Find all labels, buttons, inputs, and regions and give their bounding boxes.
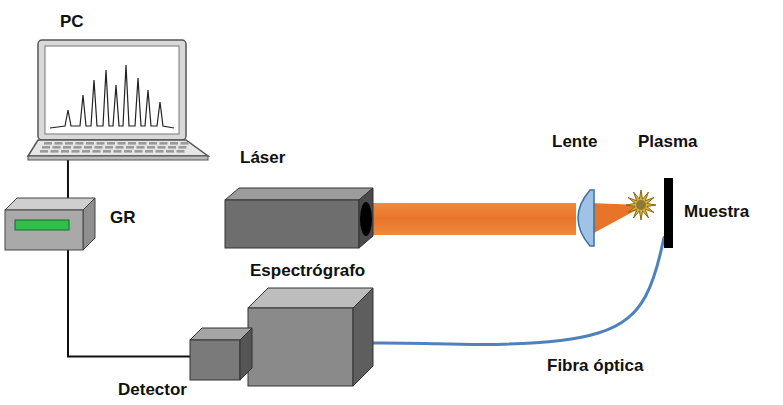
key xyxy=(84,146,92,149)
device-label: GR xyxy=(110,208,136,228)
laser-body xyxy=(225,200,359,248)
gr-front xyxy=(5,210,83,250)
key xyxy=(97,142,105,145)
plasma-star xyxy=(626,190,656,220)
plasma-spark: Plasma xyxy=(626,190,656,220)
device-label: Muestra xyxy=(684,202,749,222)
key xyxy=(124,150,132,153)
laptop-base xyxy=(28,156,208,160)
key xyxy=(170,142,178,145)
key xyxy=(168,146,176,149)
key xyxy=(114,150,122,153)
fiber-label: Fibra óptica xyxy=(545,356,645,376)
key xyxy=(74,146,82,149)
focusing-lens: Lente xyxy=(572,188,594,248)
gr-unit-icon xyxy=(5,198,95,250)
plasma-spark-icon xyxy=(626,190,656,220)
key xyxy=(55,142,63,145)
detector: Detector xyxy=(190,328,252,380)
laser-end xyxy=(359,188,373,248)
detector-front xyxy=(190,340,240,380)
data-cable xyxy=(67,160,69,198)
spectrograph-icon xyxy=(248,288,373,386)
key xyxy=(93,150,101,153)
device-label: Espectrógrafo xyxy=(250,261,365,281)
spectrograph: Espectrógrafo xyxy=(248,288,373,386)
key xyxy=(137,146,145,149)
key xyxy=(126,146,134,149)
key xyxy=(82,150,90,153)
sample-plate: Muestra xyxy=(664,178,673,248)
device-label: Plasma xyxy=(638,132,698,152)
key xyxy=(44,142,52,145)
laptop-pc: PC xyxy=(28,40,208,160)
focused-beam xyxy=(590,203,640,235)
key xyxy=(149,142,157,145)
key xyxy=(103,150,111,153)
focusing-lens-icon xyxy=(572,188,594,248)
key xyxy=(147,146,155,149)
device-label: Lente xyxy=(552,132,597,152)
key xyxy=(158,146,166,149)
lens-shape xyxy=(578,190,594,246)
spectrograph-side xyxy=(353,288,373,386)
key xyxy=(40,150,48,153)
detector-icon xyxy=(190,328,252,380)
key xyxy=(181,142,189,145)
optical-fiber xyxy=(373,238,664,345)
key xyxy=(63,146,71,149)
device-label: PC xyxy=(60,12,84,32)
key xyxy=(107,142,115,145)
device-label: Láser xyxy=(240,148,285,168)
gr-display xyxy=(15,220,69,230)
key xyxy=(65,142,73,145)
key xyxy=(53,146,61,149)
spectrum-trace xyxy=(50,65,174,128)
key xyxy=(76,142,84,145)
laptop-screen-frame xyxy=(38,40,186,140)
key xyxy=(118,142,126,145)
key xyxy=(42,146,50,149)
sample-bar xyxy=(664,178,673,248)
key xyxy=(177,150,185,153)
laser-aperture xyxy=(360,202,372,236)
detector-side xyxy=(240,328,252,380)
device-label: Detector xyxy=(118,380,187,400)
key xyxy=(51,150,59,153)
key xyxy=(179,146,187,149)
key xyxy=(135,150,143,153)
signal-cable xyxy=(68,250,190,357)
key xyxy=(160,142,168,145)
key xyxy=(156,150,164,153)
laser-beam xyxy=(370,203,576,235)
sample-plate-icon xyxy=(664,178,673,248)
laser-source: Láser xyxy=(225,188,373,248)
key xyxy=(139,142,147,145)
laptop-screen xyxy=(45,46,179,134)
spectrograph-top xyxy=(248,288,373,308)
key xyxy=(86,142,94,145)
key xyxy=(116,146,124,149)
gr-side xyxy=(83,198,95,250)
laptop-pc-icon xyxy=(28,40,208,160)
key xyxy=(145,150,153,153)
key xyxy=(61,150,69,153)
key xyxy=(95,146,103,149)
key xyxy=(105,146,113,149)
key xyxy=(128,142,136,145)
laptop-keyboard xyxy=(28,140,208,156)
key xyxy=(72,150,80,153)
plasma-core xyxy=(636,200,646,210)
key xyxy=(166,150,174,153)
laser-top xyxy=(225,188,373,200)
gr-top xyxy=(5,198,95,210)
gr-unit: GR xyxy=(5,198,95,250)
spectrograph-front xyxy=(248,308,353,386)
laser-source-icon xyxy=(225,188,373,248)
